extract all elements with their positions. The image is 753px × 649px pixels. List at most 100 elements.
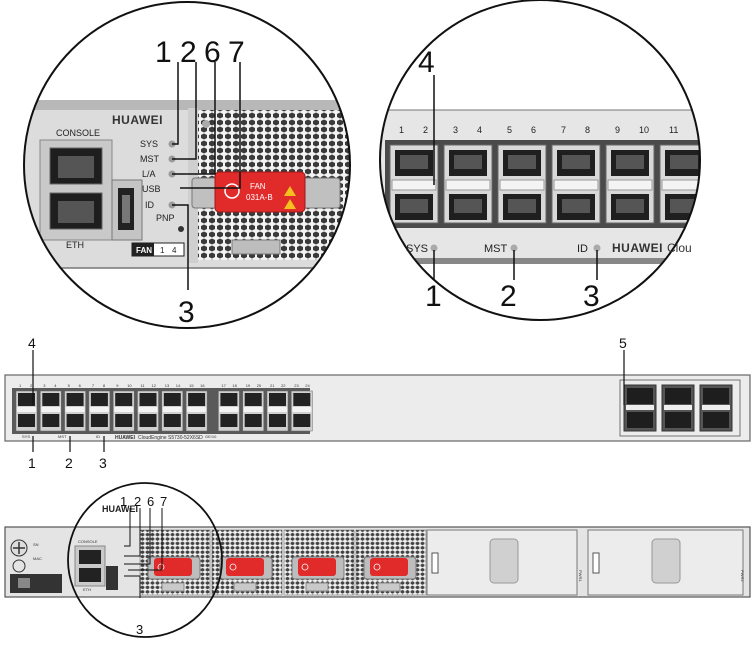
zoom-rear-leader-lines [172,62,241,290]
rear-panel [4,526,751,598]
zoom-front-port-number: 4 [477,125,482,135]
front-panel-speed: GE/10 [205,434,217,439]
zoom-rear-brand: HUAWEI [112,113,163,127]
front-panel-port-label: 6 [79,383,82,388]
rear-panel-fan-tray [355,529,427,596]
front-panel-port-label: 24 [305,383,310,388]
front-panel-port-pair [266,390,289,432]
zoom-front-brand-suffix: Clou [667,241,692,255]
front-panel-port-pair [185,390,208,432]
front-panel [4,374,751,442]
front-panel-uplink-pair [661,384,695,432]
front-panel-port-label: 9 [116,383,119,388]
zoom-front-indicator-id: ID [577,243,588,255]
zoom-rear-callout-3: 3 [178,296,195,329]
zoom-front-port-pair [551,144,601,224]
front-panel-callout-4: 4 [28,335,36,351]
front-panel-port-label: 5 [68,383,71,388]
front-panel-port-label: 14 [176,383,181,388]
zoom-rear-indicator-pnp: PNP [156,213,175,223]
zoom-front-port-pair [605,144,655,224]
zoom-rear-callout-1: 1 [155,36,172,69]
zoom-front-port-number: 2 [423,125,428,135]
rear-panel-callout-1: 1 [120,494,127,509]
zoom-front-port-number: 11 [669,125,678,135]
zoom-rear-eth-label: ETH [66,240,84,250]
zoom-front-port-pair [497,144,547,224]
zoom-front-port-number: 5 [507,125,512,135]
front-panel-port-label: 15 [189,383,194,388]
zoom-rear-fan-box-num1: 1 [160,246,165,255]
front-panel-leader-lines [32,350,625,452]
rear-panel-mac-label: MAC [33,556,42,561]
front-panel-port-label: 23 [294,383,299,388]
zoom-front-port-number: 3 [453,125,458,135]
front-panel-model: CloudEngine S5730-52X6SD [138,435,203,441]
zoom-front-callout-2: 2 [500,280,517,313]
zoom-front-port-number: 6 [531,125,536,135]
front-panel-port-pair [112,390,135,432]
front-panel-port-label: 3 [43,383,46,388]
front-panel-port-pair [40,390,62,432]
front-panel-port-pair [291,390,313,432]
front-panel-port-label: 8 [103,383,106,388]
front-panel-port-label: 4 [54,383,57,388]
front-panel-port-label: 22 [281,383,286,388]
zoom-rear-fan-box-label: FAN [136,246,152,255]
front-panel-port-label: 17 [221,383,226,388]
front-panel-port-label: 11 [141,383,146,388]
front-panel-callout-2: 2 [65,455,73,471]
rear-panel-callout-3: 3 [136,622,143,637]
zoom-rear-fan-box-num2: 4 [172,246,177,255]
rear-panel-psu1-label: PWR1 [578,570,583,582]
zoom-front-indicator-sys: SYS [406,243,428,255]
zoom-front-port-number: 1 [399,125,404,135]
zoom-rear-console-label: CONSOLE [56,128,100,138]
front-panel-uplink-pair [699,384,733,432]
front-zoom-circle [379,0,701,321]
front-panel-port-label: 21 [270,383,275,388]
zoom-front-callout-3: 3 [583,280,600,313]
front-panel-callout-1: 1 [28,455,36,471]
rear-panel-psu2-label: PWR2 [740,570,745,582]
zoom-rear-indicator-sys: SYS [140,139,158,149]
zoom-front-callout-1: 1 [425,280,442,313]
front-panel-port-pair [137,390,159,432]
zoom-front-port-number: 7 [561,125,566,135]
zoom-front-callout-4: 4 [418,46,435,79]
rear-panel-callout-6: 6 [147,494,154,509]
zoom-front-leader-lines [433,75,598,280]
rear-panel-leader-lines [124,508,163,598]
front-panel-port-label: 1 [19,383,22,388]
rear-panel-fan-tray [139,529,211,596]
zoom-front-port-pair [389,144,439,224]
front-panel-port-pair [242,390,264,432]
zoom-rear-indicator-la: L/A [142,169,156,179]
zoom-rear-indicator-mst: MST [140,154,160,164]
rear-panel-callout-7: 7 [160,494,167,509]
front-panel-port-label: 18 [232,383,237,388]
zoom-rear-fan-label-line2: 031A-B [246,193,273,202]
zoom-rear-fan-label-line1: FAN [250,182,266,191]
front-panel-port-label: 13 [165,383,170,388]
front-panel-port-label: 12 [152,383,157,388]
front-panel-port-label: 10 [127,383,132,388]
front-panel-uplink-pair [623,384,657,432]
front-panel-port-pair [88,390,111,432]
front-panel-port-label: 7 [92,383,95,388]
zoom-front-port-pair [443,144,493,224]
front-panel-port-pair [161,390,184,432]
front-panel-mst-label: MST [58,434,67,439]
rear-panel-callout-2: 2 [134,494,141,509]
front-panel-callout-3: 3 [99,455,107,471]
zoom-front-port-number: 8 [585,125,590,135]
front-panel-sys-label: SYS [22,434,30,439]
rear-panel-zoom-ring [67,482,223,638]
zoom-front-indicator-mst: MST [484,243,508,255]
front-panel-port-label: 2 [30,383,33,388]
zoom-front-port-number: 9 [615,125,620,135]
zoom-rear-indicator-id: ID [145,200,155,210]
zoom-rear-callout-6: 6 [204,36,221,69]
zoom-rear-indicator-usb: USB [142,184,161,194]
